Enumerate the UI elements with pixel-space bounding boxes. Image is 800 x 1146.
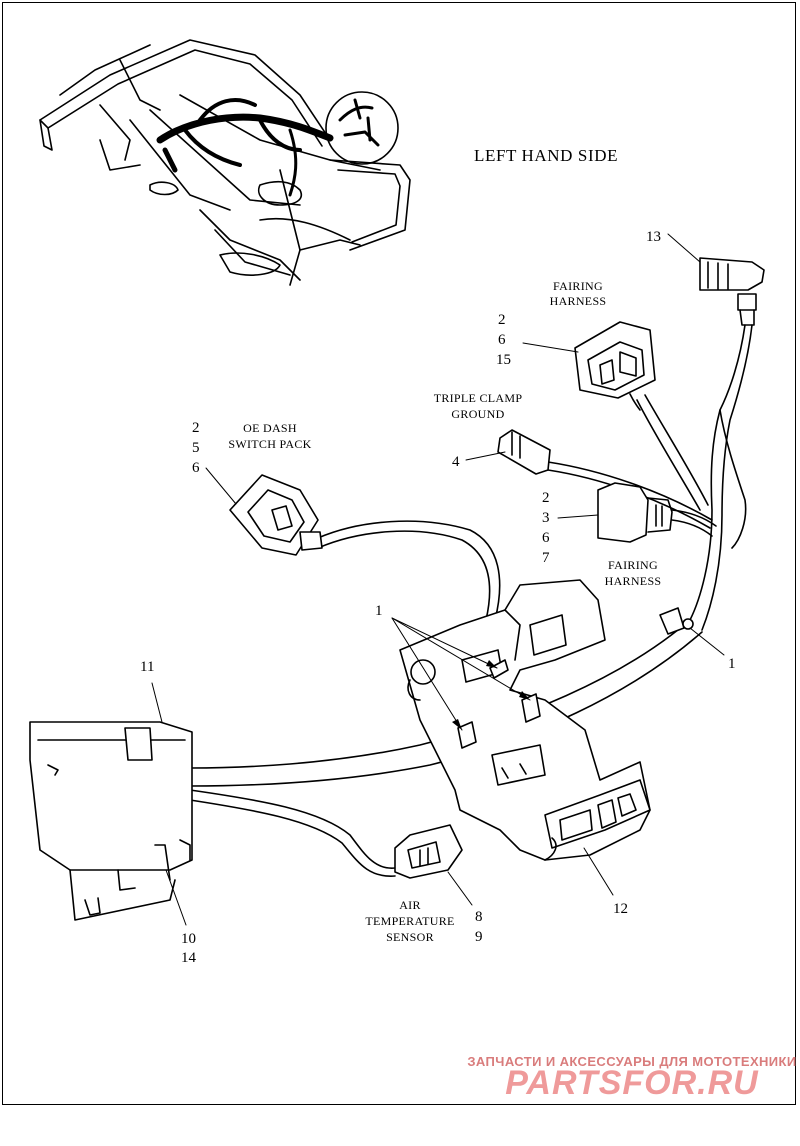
callout-14: 14 (181, 950, 197, 966)
fairing-harness-connector-top (574, 321, 656, 411)
leader-lines (151, 233, 725, 926)
fairing-harness-connector-mid (597, 482, 673, 543)
label-air-temp-2: TEMPERATURE (365, 914, 454, 928)
main-harness (189, 324, 753, 877)
callout-9: 9 (475, 929, 483, 945)
label-triple-clamp-1: TRIPLE CLAMP (434, 391, 523, 405)
callout-11: 11 (140, 659, 154, 675)
callout-10: 10 (181, 931, 196, 947)
switch-housing (29, 721, 193, 921)
callout-arrowheads (452, 660, 530, 730)
callout-fairing-mid-3: 3 (542, 510, 550, 526)
callout-fairing-mid-7: 7 (542, 550, 550, 566)
label-fairing-harness-top-1: FAIRING (553, 279, 603, 293)
label-fairing-harness-mid-2: HARNESS (605, 574, 662, 588)
callout-fairing-top-6: 6 (498, 332, 506, 348)
label-fairing-harness-mid-1: FAIRING (608, 558, 658, 572)
label-fairing-harness-top-2: HARNESS (550, 294, 607, 308)
callout-fairing-mid-2: 2 (542, 490, 550, 506)
callout-8: 8 (475, 909, 483, 925)
cable-ties (457, 607, 694, 749)
label-air-temp-3: SENSOR (386, 930, 434, 944)
watermark-tagline: ЗАПЧАСТИ И АКСЕССУАРЫ ДЛЯ МОТОТЕХНИКИ (467, 1054, 796, 1069)
callout-12: 12 (613, 901, 628, 917)
label-oe-dash-2: SWITCH PACK (228, 437, 311, 451)
air-temperature-sensor-connector (394, 824, 463, 879)
callout-fairing-top-15: 15 (496, 352, 511, 368)
label-oe-dash-1: OE DASH (243, 421, 297, 435)
callout-oe-dash-5: 5 (192, 440, 200, 456)
callout-oe-dash-2: 2 (192, 420, 200, 436)
triple-clamp-ground-terminal (497, 429, 551, 475)
callout-1-right: 1 (728, 656, 736, 672)
fairing-connector-13 (699, 257, 765, 326)
oe-dash-switch-pack-connector (229, 474, 323, 556)
page-title: LEFT HAND SIDE (474, 146, 618, 165)
callout-oe-dash-6: 6 (192, 460, 200, 476)
callout-4: 4 (452, 454, 460, 470)
callout-1-left: 1 (375, 603, 383, 619)
callout-fairing-mid-6: 6 (542, 530, 550, 546)
callout-fairing-top-2: 2 (498, 312, 506, 328)
watermark-brand: PARTSFOR.RU (505, 1064, 759, 1102)
label-triple-clamp-2: GROUND (451, 407, 504, 421)
frame-overview-illustration (39, 39, 411, 286)
label-air-temp-1: AIR (399, 898, 421, 912)
callout-13: 13 (646, 229, 661, 245)
diagram-frame (2, 2, 796, 1105)
